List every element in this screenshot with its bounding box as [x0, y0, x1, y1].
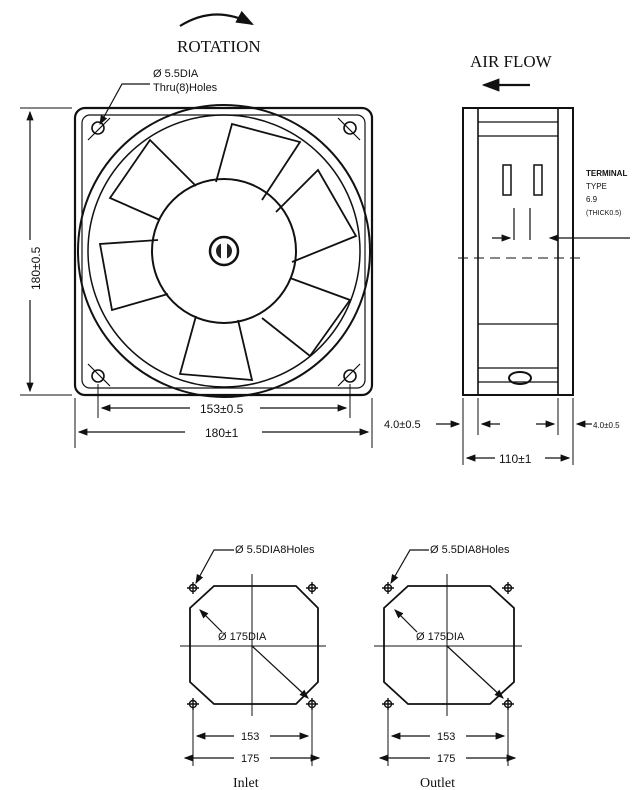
front-spacing-dim: 153±0.5: [200, 402, 244, 416]
front-hole-leader: [99, 83, 150, 126]
fan-hub: [151, 178, 297, 324]
inlet-outline: [189, 585, 319, 705]
outlet-outline: [383, 585, 515, 705]
hub-center-outer: [208, 235, 240, 267]
airflow-label: AIR FLOW: [470, 52, 553, 71]
fan-venturi-inner: [87, 114, 361, 388]
front-hole-callout-2: Thru(8)Holes: [153, 82, 218, 94]
side-label-oval: [508, 371, 532, 385]
outlet-outer-dim: 175: [437, 753, 455, 765]
rotation-label: ROTATION: [177, 37, 261, 56]
rotation-arrow-icon: [179, 10, 254, 27]
inlet-diameter: Ø 175DIA: [218, 631, 267, 643]
outlet-caption: Outlet: [420, 776, 455, 790]
front-height-dim: 180±0.5: [29, 246, 43, 290]
terminal-icon: [492, 164, 543, 242]
terminal-line-1: TERMINAL: [586, 169, 627, 178]
inlet-holes: [187, 582, 318, 710]
corner-holes: [87, 117, 361, 387]
inlet-caption: Inlet: [233, 776, 259, 790]
outlet-holes: [382, 582, 514, 710]
fan-venturi-outer: [77, 104, 371, 398]
side-flange-left-dim: 4.0±0.5: [384, 419, 421, 431]
side-body: [462, 107, 574, 396]
terminal-line-2: TYPE: [586, 182, 607, 191]
front-hole-callout-1: Ø 5.5DIA: [153, 68, 199, 80]
outlet-inner-dim: 153: [437, 731, 455, 743]
inlet-inner-dim: 153: [241, 731, 259, 743]
front-width-dim: 180±1: [205, 426, 239, 440]
front-view: ROTATION Ø 5.5DIA Thru(8): [20, 10, 374, 448]
fan-blades: [98, 122, 358, 381]
outlet-diameter: Ø 175DIA: [416, 631, 465, 643]
hub-slot: [221, 241, 227, 261]
terminal-line-3: 6.9: [586, 195, 598, 204]
side-view: AIR FLOW TERMINAL TYPE 6.9 (THICK0.5) 4.…: [384, 52, 630, 466]
outlet-view: Ø 5.5DIA8Holes Ø 175DIA 153 175 Outlet: [374, 544, 522, 790]
side-flange-right-dim: 4.0±0.5: [593, 421, 620, 430]
fan-frame-outer: [73, 106, 374, 397]
outlet-hole-callout: Ø 5.5DIA8Holes: [430, 544, 510, 556]
inlet-outer-dim: 175: [241, 753, 259, 765]
side-depth-dim: 110±1: [499, 452, 532, 466]
terminal-line-4: (THICK0.5): [586, 210, 621, 217]
inlet-view: Ø 5.5DIA8Holes Ø 175DIA 153 175 Inlet: [180, 544, 326, 790]
inlet-hole-callout: Ø 5.5DIA8Holes: [235, 544, 315, 556]
